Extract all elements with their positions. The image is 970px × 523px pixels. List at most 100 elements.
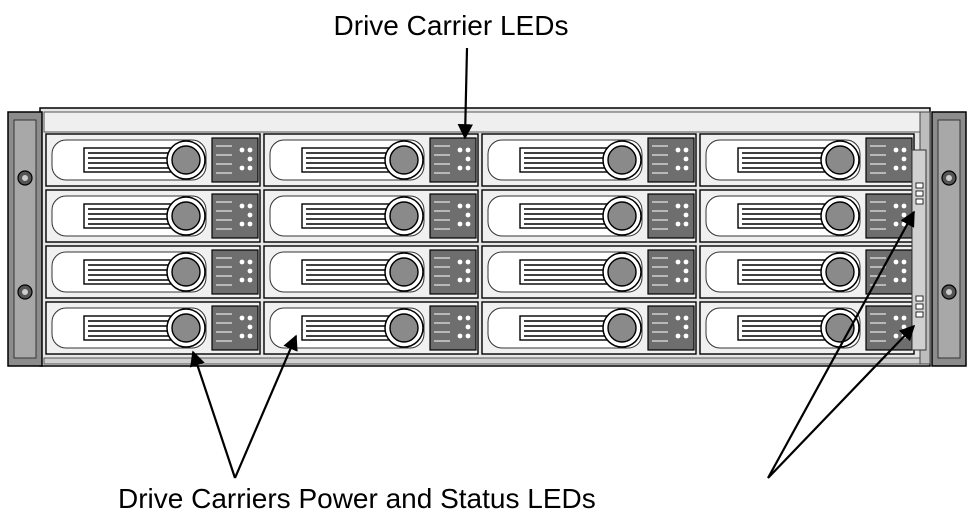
drive-carrier — [263, 133, 479, 187]
latch-button-icon — [171, 145, 201, 175]
activity-led-icon — [247, 203, 253, 209]
power-led-icon — [683, 277, 689, 283]
activity-led-icon — [893, 203, 899, 209]
latch-button-icon — [825, 201, 855, 231]
activity-led-icon — [457, 147, 463, 153]
power-led-icon — [893, 277, 899, 283]
status-led-icon — [247, 212, 253, 218]
status-led-icon — [247, 268, 253, 274]
arrow-to-chassis-leds-upper — [767, 210, 915, 479]
status-led-icon — [683, 212, 689, 218]
status-led-icon — [901, 156, 907, 162]
power-led-icon — [239, 221, 245, 227]
chassis-led-icon — [915, 311, 924, 318]
activity-led-icon — [683, 315, 689, 321]
drive-carrier — [481, 301, 697, 355]
activity-led-icon — [457, 315, 463, 321]
drive-carrier — [699, 245, 915, 299]
drive-carrier — [699, 133, 915, 187]
power-led-icon — [457, 165, 463, 171]
drive-carrier — [481, 189, 697, 243]
activity-led-icon — [465, 259, 471, 265]
activity-led-icon — [239, 147, 245, 153]
activity-led-icon — [683, 203, 689, 209]
status-led-icon — [465, 156, 471, 162]
status-led-icon — [901, 212, 907, 218]
latch-button-icon — [389, 313, 419, 343]
status-led-icon — [901, 324, 907, 330]
power-led-icon — [457, 277, 463, 283]
power-led-icon — [247, 165, 253, 171]
power-led-icon — [675, 165, 681, 171]
power-led-icon — [465, 221, 471, 227]
status-led-icon — [465, 212, 471, 218]
drive-carrier — [699, 189, 915, 243]
activity-led-icon — [683, 147, 689, 153]
power-led-icon — [893, 221, 899, 227]
drive-carrier — [263, 189, 479, 243]
latch-button-icon — [825, 257, 855, 287]
chassis-led-icon — [915, 198, 924, 205]
chassis-led-icon — [915, 303, 924, 310]
status-led-icon — [683, 156, 689, 162]
chassis-led-icon — [915, 182, 924, 189]
latch-button-icon — [389, 257, 419, 287]
status-led-icon — [901, 268, 907, 274]
power-led-icon — [247, 277, 253, 283]
power-led-icon — [457, 221, 463, 227]
activity-led-icon — [465, 203, 471, 209]
activity-led-icon — [247, 259, 253, 265]
latch-button-icon — [825, 145, 855, 175]
rack-ear-left — [7, 111, 43, 367]
drive-carrier — [263, 301, 479, 355]
power-led-icon — [901, 277, 907, 283]
activity-led-icon — [893, 259, 899, 265]
latch-button-icon — [389, 201, 419, 231]
drive-carrier — [45, 301, 261, 355]
power-led-icon — [465, 277, 471, 283]
activity-led-icon — [239, 203, 245, 209]
activity-led-icon — [239, 259, 245, 265]
arrow-to-carrier-power-led-right — [233, 334, 298, 479]
power-led-icon — [683, 333, 689, 339]
power-led-icon — [675, 221, 681, 227]
drive-carrier — [481, 245, 697, 299]
drive-carriers-power-status-leds-label: Drive Carriers Power and Status LEDs — [118, 483, 596, 514]
activity-led-icon — [893, 315, 899, 321]
drive-bay-grid — [45, 133, 915, 355]
status-led-icon — [247, 324, 253, 330]
latch-button-icon — [389, 145, 419, 175]
activity-led-icon — [675, 203, 681, 209]
latch-button-icon — [171, 313, 201, 343]
power-led-icon — [465, 165, 471, 171]
power-led-icon — [239, 333, 245, 339]
activity-led-icon — [465, 315, 471, 321]
activity-led-icon — [901, 147, 907, 153]
arrow-to-chassis-leds-lower — [767, 324, 916, 479]
latch-button-icon — [607, 201, 637, 231]
activity-led-icon — [247, 147, 253, 153]
status-led-icon — [465, 268, 471, 274]
drive-carrier — [45, 245, 261, 299]
activity-led-icon — [465, 147, 471, 153]
chassis-top-bezel — [43, 111, 925, 133]
activity-led-icon — [239, 315, 245, 321]
power-led-icon — [247, 221, 253, 227]
arrow-to-carrier-power-led-left — [190, 350, 237, 479]
activity-led-icon — [457, 203, 463, 209]
latch-button-icon — [171, 257, 201, 287]
activity-led-icon — [675, 259, 681, 265]
chassis-led-icon — [915, 190, 924, 197]
latch-button-icon — [607, 313, 637, 343]
chassis-led-icon — [915, 295, 924, 302]
activity-led-icon — [247, 315, 253, 321]
power-led-icon — [683, 165, 689, 171]
drive-carrier — [45, 133, 261, 187]
power-led-icon — [893, 333, 899, 339]
power-led-icon — [683, 221, 689, 227]
power-led-icon — [239, 277, 245, 283]
activity-led-icon — [683, 259, 689, 265]
activity-led-icon — [893, 147, 899, 153]
